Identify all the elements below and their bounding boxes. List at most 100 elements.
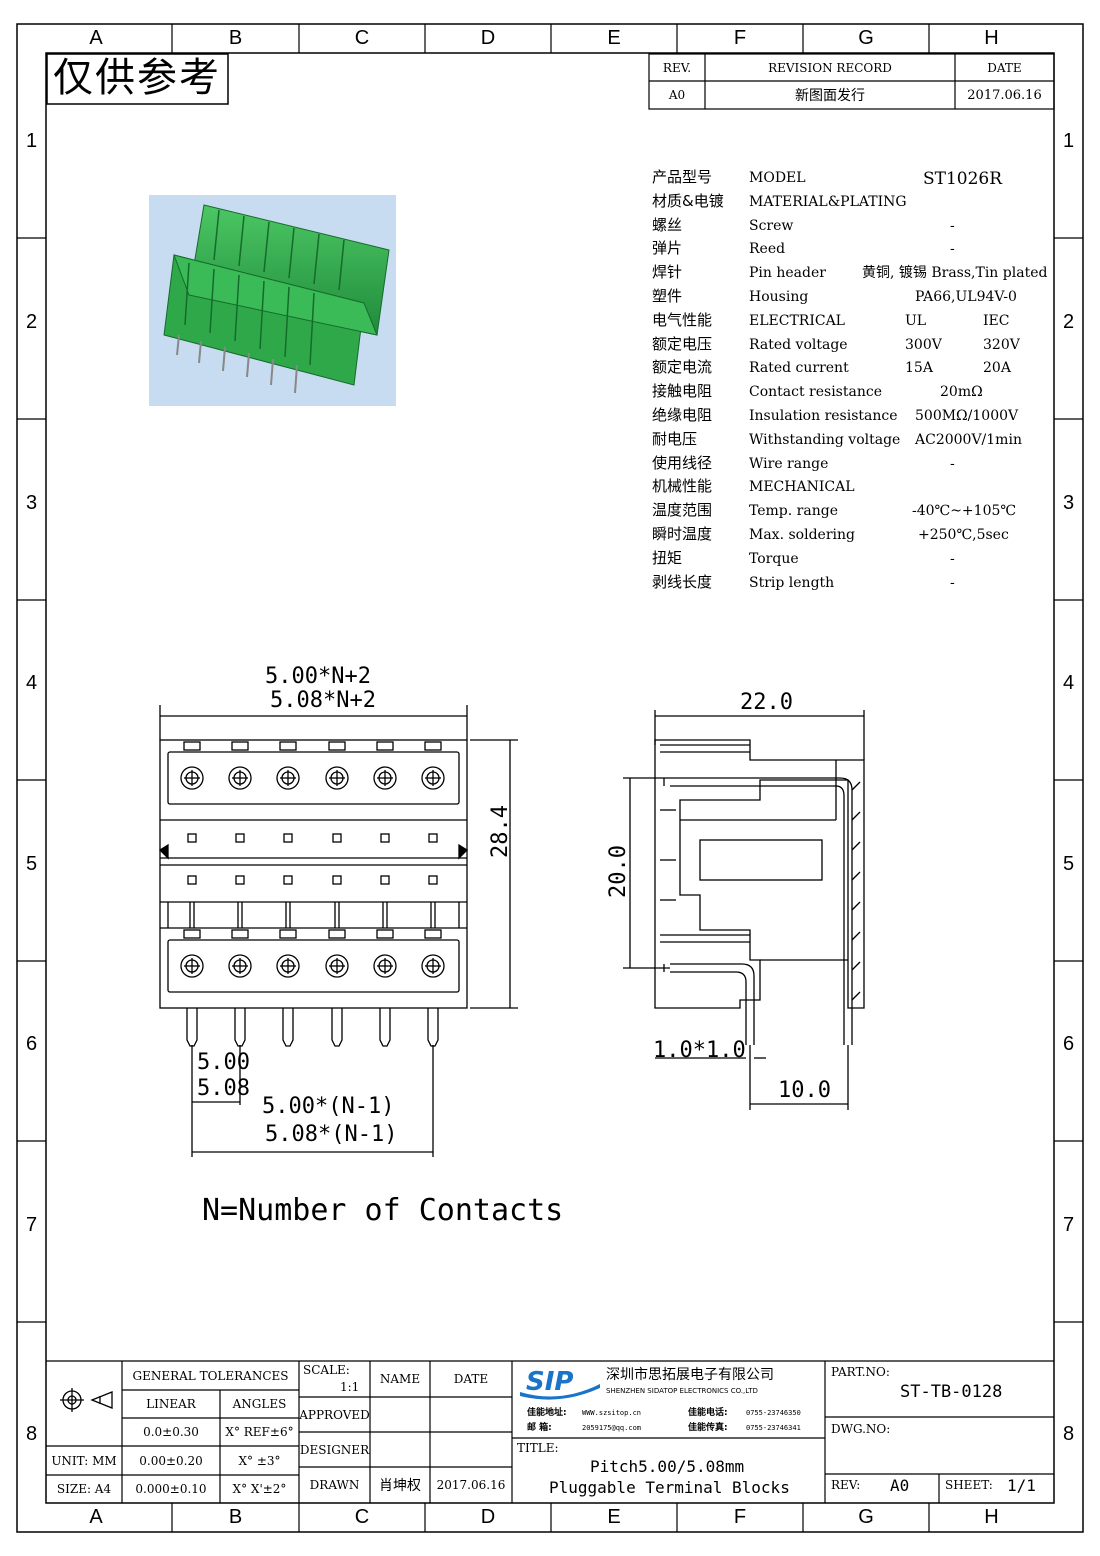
drawn-label: DRAWN	[309, 1478, 360, 1492]
spec-value: 300V	[905, 337, 942, 353]
zone-row-8-right: 8	[1062, 1423, 1075, 1445]
spec-value: PA66,UL94V-0	[915, 289, 1017, 305]
name-label: NAME	[379, 1372, 421, 1386]
clamp-tab	[231, 741, 249, 751]
approved-label: APPROVED	[299, 1407, 370, 1422]
spec-value: 黄铜, 镀锡 Brass,Tin plated	[862, 265, 1048, 281]
dim-span-500: 5.00*(N-1)	[262, 1094, 395, 1119]
spec-cn-label: 塑件	[652, 287, 683, 305]
zone-row-7-right: 7	[1062, 1214, 1075, 1236]
part-no-value: ST-TB-0128	[900, 1382, 1003, 1402]
screw-icon	[228, 954, 252, 978]
dim-width-500: 5.00*N+2	[265, 664, 371, 689]
zone-row-4-right: 4	[1062, 672, 1075, 694]
record-value: 新图面发行	[795, 88, 865, 104]
part-no-label: PART.NO:	[831, 1365, 890, 1379]
fax-value: 0755-23746341	[746, 1424, 801, 1432]
pin	[331, 1008, 343, 1047]
zone-col-a-bottom: A	[89, 1506, 103, 1528]
tel-label: 佳能电话:	[688, 1408, 728, 1418]
zone-col-g: G	[858, 27, 874, 49]
spec-value: 500MΩ/1000V	[915, 408, 1019, 424]
square-hole	[235, 833, 245, 843]
front-view-drawing	[158, 705, 518, 1157]
spec-en-label: MECHANICAL	[749, 479, 855, 495]
dim-pitch-500: 5.00	[197, 1050, 250, 1075]
date-label: DATE	[453, 1372, 489, 1386]
screw-icon	[373, 766, 397, 790]
pin	[427, 1008, 439, 1047]
date-header: DATE	[987, 60, 1022, 75]
screw-icon	[325, 766, 349, 790]
dim-side-width: 22.0	[740, 690, 793, 715]
dim-pin-size: 1.0*1.0	[653, 1038, 746, 1063]
web-value: WWW.szsitop.cn	[582, 1409, 642, 1417]
zone-row-3: 3	[25, 492, 38, 514]
drawn-date: 2017.06.16	[436, 1478, 506, 1492]
spec-en-label: MODEL	[749, 170, 806, 186]
spec-value: AC2000V/1min	[915, 432, 1022, 448]
tolerance-linear-3: 0.000±0.10	[135, 1482, 207, 1496]
zone-row-1: 1	[25, 130, 38, 152]
spec-cn-label: 额定电流	[652, 358, 713, 376]
square-hole	[332, 875, 342, 885]
pin	[186, 1008, 198, 1047]
company-name-cn: 深圳市思拓展电子有限公司	[606, 1367, 774, 1383]
fax-label: 佳能传真:	[688, 1423, 728, 1433]
clamp-tab	[424, 929, 442, 939]
spec-value: UL	[905, 313, 927, 329]
square-hole	[283, 875, 293, 885]
general-tolerances-label: GENERAL TOLERANCES	[132, 1369, 289, 1383]
spec-en-label: Torque	[749, 551, 799, 567]
angles-label: ANGLES	[232, 1397, 287, 1411]
projection-symbol-icon	[60, 1388, 113, 1412]
zone-col-c: C	[354, 27, 370, 49]
spec-en-label: Contact resistance	[749, 384, 882, 400]
zone-col-b: B	[228, 27, 243, 49]
rev-label: REV:	[831, 1478, 861, 1492]
screw-icon	[276, 766, 300, 790]
side-view-drawing	[623, 710, 865, 1110]
spec-value: ST1026R	[923, 169, 1003, 189]
rev-header: REV.	[662, 60, 692, 75]
spec-cn-label: 温度范围	[652, 501, 713, 519]
pin	[234, 1008, 246, 1047]
spec-value: -	[950, 218, 955, 234]
screw-icon	[325, 954, 349, 978]
rev-number: A0	[890, 1476, 910, 1495]
square-hole	[187, 875, 197, 885]
spec-en-label: Pin header	[749, 265, 826, 281]
screw-icon	[373, 954, 397, 978]
spec-cn-label: 耐电压	[652, 430, 698, 448]
title-line-2: Pluggable Terminal Blocks	[549, 1478, 790, 1497]
screw-icon	[421, 954, 445, 978]
clamp-tab	[376, 929, 394, 939]
clamp-tab	[279, 741, 297, 751]
zone-col-e: E	[607, 27, 621, 49]
zone-col-b-bottom: B	[228, 1506, 243, 1528]
title-label: TITLE:	[517, 1441, 559, 1455]
dim-height: 28.4	[488, 805, 513, 858]
clamp-tab	[231, 929, 249, 939]
spec-en-label: MATERIAL&PLATING	[749, 194, 907, 210]
zone-row-1-right: 1	[1062, 130, 1075, 152]
tolerance-angle-2: X° ±3°	[238, 1453, 281, 1468]
spec-en-label: Wire range	[749, 456, 829, 472]
zone-col-h-bottom: H	[984, 1506, 999, 1528]
spec-en-label: Rated voltage	[749, 337, 848, 353]
linear-label: LINEAR	[146, 1397, 196, 1411]
square-hole	[187, 833, 197, 843]
spec-en-label: Screw	[749, 218, 794, 234]
spec-en-label: Rated current	[749, 360, 849, 376]
square-hole	[332, 833, 342, 843]
record-header: REVISION RECORD	[768, 60, 892, 75]
spec-value: +250℃,5sec	[918, 527, 1009, 543]
spec-value-iec: 320V	[983, 337, 1020, 353]
spec-cn-label: 扭矩	[652, 549, 683, 567]
spec-cn-label: 材质&电镀	[652, 192, 724, 210]
company-name-en: SHENZHEN SIDATOP ELECTRONICS CO.,LTD	[606, 1387, 758, 1395]
zone-col-f: F	[733, 27, 747, 49]
square-hole	[428, 875, 438, 885]
product-photo	[149, 195, 396, 406]
